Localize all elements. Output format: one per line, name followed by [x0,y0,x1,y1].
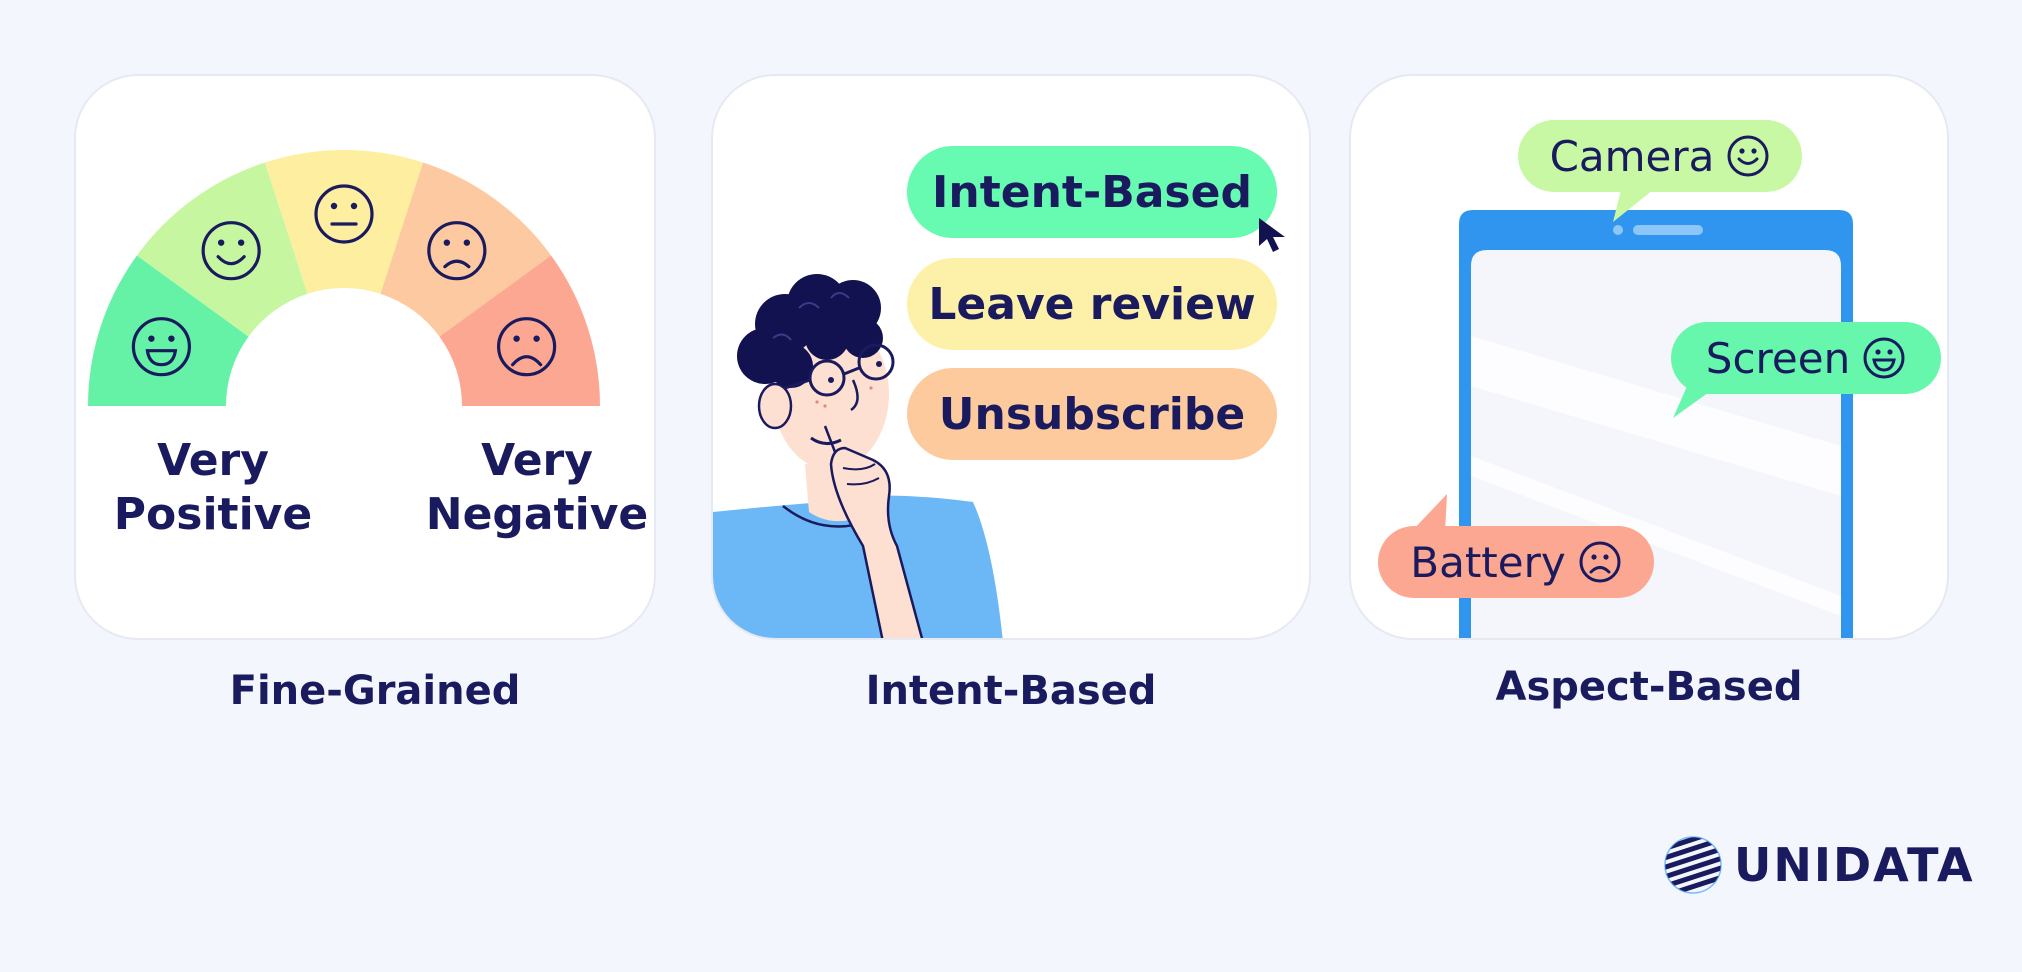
gauge-segment-negative [380,162,552,337]
cursor-icon [1259,218,1285,252]
thinking-person-illustration [713,274,1003,638]
very-positive-label: Very Positive [113,435,313,540]
neutral-face-icon [314,184,374,244]
intent-option-leave-review[interactable]: Leave review [907,258,1277,350]
aspect-bubble-battery: Battery [1378,526,1654,598]
gauge-segment-neutral [264,150,424,294]
aspect-bubble-screen: Screen [1671,322,1941,394]
frown-icon [1579,541,1621,583]
positive-face-icon [201,221,261,281]
smile-icon [1727,135,1769,177]
aspect-based-caption: Aspect-Based [1495,664,1803,710]
very-negative-label: Very Negative [425,435,649,540]
aspect-label-battery: Battery [1410,537,1566,587]
intent-based-caption: Intent-Based [865,668,1157,714]
gauge-segment-positive [136,162,308,337]
intent-option-intent-based[interactable]: Intent-Based [907,146,1277,238]
intent-based-card: Intent-Based Leave review Unsubscribe [711,74,1311,640]
fine-grained-caption: Fine-Grained [229,668,521,714]
very-positive-face-icon [131,317,191,377]
brand-name: UNIDATA [1734,838,1975,892]
negative-face-icon [427,221,487,281]
very-negative-face-icon [497,317,557,377]
aspect-label-screen: Screen [1705,333,1851,383]
aspect-label-camera: Camera [1549,131,1715,181]
gauge-segment-very-negative [439,255,600,406]
unidata-logo: UNIDATA [1662,832,1973,898]
aspect-bubble-camera: Camera [1518,120,1802,192]
gauge-segment-very-positive [88,255,249,406]
sentiment-gauge [88,150,600,406]
fine-grained-card: Very Positive Very Negative [74,74,656,640]
globe-icon [1664,836,1722,894]
aspect-based-card: Camera Screen Battery [1349,74,1949,640]
intent-option-unsubscribe[interactable]: Unsubscribe [907,368,1277,460]
grin-icon [1863,337,1905,379]
